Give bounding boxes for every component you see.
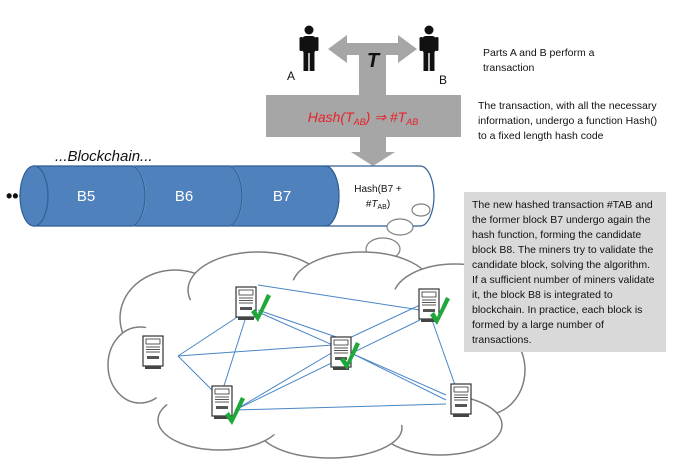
party-b-label: B: [439, 73, 447, 87]
server-node-6: [450, 383, 472, 418]
block-label-b5: B5: [77, 188, 95, 205]
hash-down-arrow: [351, 137, 395, 166]
party-a-icon: [299, 25, 319, 71]
blockchain-title: ...Blockchain...: [55, 148, 153, 165]
hash-box: [266, 95, 461, 137]
block-label-b7: B7: [273, 188, 291, 205]
miners-cloud: [107, 251, 526, 459]
note-transaction: The transaction, with all the necessary …: [478, 100, 658, 142]
transaction-arrow: [328, 35, 417, 63]
server-node-3: [142, 335, 164, 370]
thought-bubble-medium: [386, 218, 414, 236]
block-label-b6: B6: [175, 188, 193, 205]
candidate-line1: Hash(B7 +: [354, 184, 402, 195]
party-b-icon: [419, 25, 439, 71]
transaction-symbol: T: [367, 50, 381, 72]
block-b5: [19, 165, 146, 227]
candidate-line2: #TAB): [366, 199, 390, 211]
note-parts: Parts A and B perform a transaction: [483, 47, 595, 74]
thought-bubble-small: [411, 203, 431, 217]
arrow-stem: [359, 55, 386, 95]
miners-callout: The new hashed transaction #TAB and the …: [464, 192, 666, 352]
party-a-label: A: [287, 69, 295, 83]
hash-formula: Hash(TAB) ⇒ #TAB: [308, 109, 418, 127]
server-node-1: [235, 286, 257, 321]
